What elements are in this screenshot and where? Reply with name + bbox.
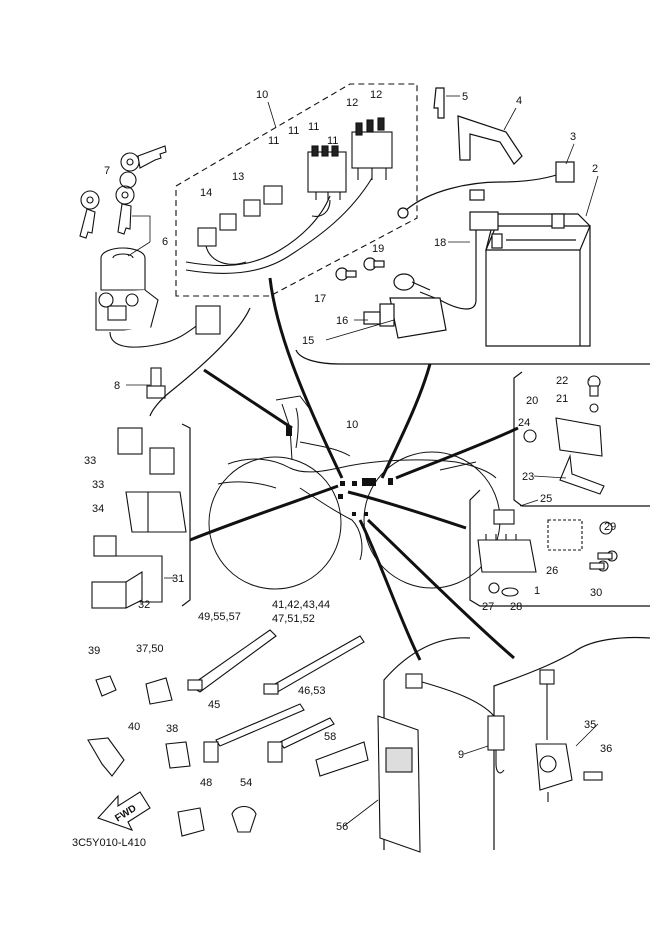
callout-26: 26 bbox=[546, 565, 558, 577]
callout-33-b: 33 bbox=[92, 479, 104, 491]
callout-17: 17 bbox=[314, 293, 326, 305]
callout-11-b: 11 bbox=[288, 125, 299, 137]
clamps-and-bands bbox=[87, 629, 421, 853]
callout-22: 22 bbox=[556, 375, 568, 387]
callout-29: 29 bbox=[604, 521, 616, 533]
callout-11-c: 11 bbox=[308, 121, 319, 133]
callout-8: 8 bbox=[114, 380, 120, 392]
callout-13: 13 bbox=[232, 171, 244, 183]
callout-20: 20 bbox=[526, 395, 538, 407]
callout-39: 39 bbox=[88, 645, 100, 657]
callout-31: 31 bbox=[172, 573, 184, 585]
battery-group bbox=[397, 87, 591, 347]
callout-labels: 2 3 4 5 6 7 8 9 10 10 11 11 11 11 12 12 … bbox=[72, 89, 616, 849]
callout-6: 6 bbox=[162, 236, 168, 248]
callout-4: 4 bbox=[516, 95, 522, 107]
callout-30: 30 bbox=[590, 587, 602, 599]
callout-37-50: 37,50 bbox=[136, 643, 164, 655]
callout-18: 18 bbox=[434, 237, 446, 249]
group-brackets bbox=[149, 307, 651, 850]
callout-11-a: 11 bbox=[268, 135, 279, 147]
callout-19: 19 bbox=[372, 243, 384, 255]
callout-45: 45 bbox=[208, 699, 220, 711]
callout-15: 15 bbox=[302, 335, 314, 347]
callout-58: 58 bbox=[324, 731, 336, 743]
drawing-code: 3C5Y010-L410 bbox=[72, 837, 146, 849]
callout-35: 35 bbox=[584, 719, 596, 731]
callout-1: 1 bbox=[534, 585, 540, 597]
callout-10-mid: 10 bbox=[346, 419, 358, 431]
callout-54: 54 bbox=[240, 777, 252, 789]
callout-23: 23 bbox=[522, 471, 534, 483]
callout-27: 27 bbox=[482, 601, 494, 613]
callout-56: 56 bbox=[336, 821, 348, 833]
wire-harness-group bbox=[175, 83, 418, 297]
callout-28: 28 bbox=[510, 601, 522, 613]
callout-38: 38 bbox=[166, 723, 178, 735]
relay-20-group bbox=[523, 375, 605, 495]
callout-5: 5 bbox=[462, 91, 468, 103]
callout-24: 24 bbox=[518, 417, 530, 429]
callout-10-top: 10 bbox=[256, 89, 268, 101]
coil-and-sensor-group bbox=[405, 669, 603, 802]
motorcycle-outline bbox=[208, 395, 501, 590]
fwd-arrow: FWD bbox=[97, 791, 151, 831]
main-switch-group bbox=[79, 145, 221, 399]
callout-3: 3 bbox=[570, 131, 576, 143]
harness-markers bbox=[286, 426, 393, 516]
callout-25: 25 bbox=[540, 493, 552, 505]
callout-9: 9 bbox=[458, 749, 464, 761]
callout-14: 14 bbox=[200, 187, 212, 199]
callout-7: 7 bbox=[104, 165, 110, 177]
callout-12-a: 12 bbox=[346, 97, 358, 109]
callout-33-a: 33 bbox=[84, 455, 96, 467]
rectifier-group bbox=[477, 509, 618, 597]
callout-leaders bbox=[126, 95, 599, 827]
callout-34: 34 bbox=[92, 503, 104, 515]
callout-11-d: 11 bbox=[327, 135, 338, 147]
callout-12-b: 12 bbox=[370, 89, 382, 101]
leader-lines bbox=[189, 277, 519, 661]
callout-21: 21 bbox=[556, 393, 568, 405]
callout-48: 48 bbox=[200, 777, 212, 789]
callout-36: 36 bbox=[600, 743, 612, 755]
callout-46-53: 46,53 bbox=[298, 685, 326, 697]
callout-47-52: 47,51,52 bbox=[272, 613, 315, 625]
callout-40: 40 bbox=[128, 721, 140, 733]
callout-2: 2 bbox=[592, 163, 598, 175]
relay-group-left bbox=[91, 427, 187, 609]
callout-16: 16 bbox=[336, 315, 348, 327]
starter-relay-group bbox=[335, 257, 447, 339]
callout-32: 32 bbox=[138, 599, 150, 611]
callout-49-55-57: 49,55,57 bbox=[198, 611, 241, 623]
callout-41-44: 41,42,43,44 bbox=[272, 599, 330, 611]
